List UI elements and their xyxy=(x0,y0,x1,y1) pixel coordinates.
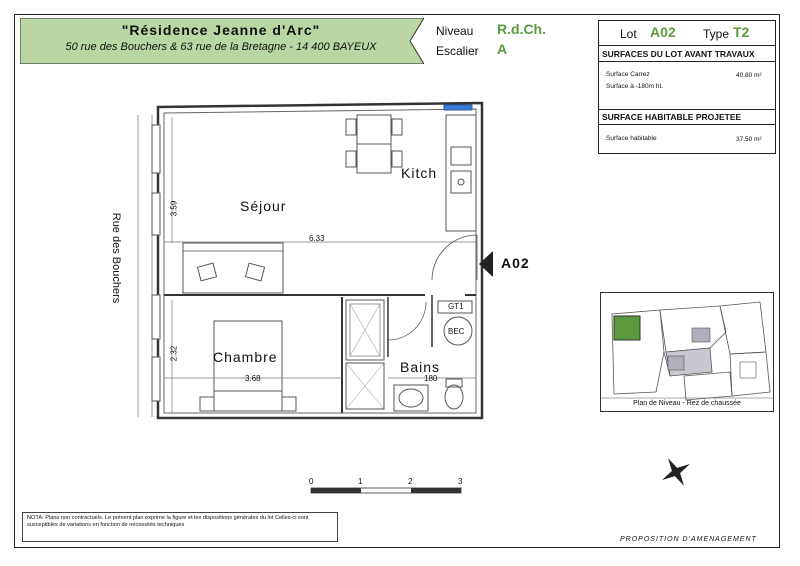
divider xyxy=(598,45,776,46)
compass-rose-icon xyxy=(662,458,690,486)
carrez-label: Surface Carrez xyxy=(606,71,650,78)
level-plan-thumbnail xyxy=(600,292,774,412)
scale-bar xyxy=(310,487,462,494)
carrez-value: 40.80 m² xyxy=(736,72,762,79)
gt-label: GT1 xyxy=(448,302,464,311)
room-chambre: Chambre xyxy=(213,349,278,365)
lot-label: Lot xyxy=(620,27,637,41)
dim-368: 3.68 xyxy=(245,374,261,383)
room-bains: Bains xyxy=(400,359,441,375)
dim-633: 6.33 xyxy=(309,234,325,243)
floor-plan xyxy=(137,101,484,420)
divider xyxy=(598,109,776,110)
entry-arrow-icon xyxy=(479,251,493,277)
niveau-label: Niveau xyxy=(436,24,474,38)
divider xyxy=(598,61,776,62)
escalier-value: A xyxy=(497,41,508,57)
scale-tick: 1 xyxy=(358,477,363,486)
level-plan-caption: Plan de Niveau - Rez de chaussée xyxy=(633,400,741,407)
disclaimer-note: NOTA: Plans non contractuels. Le présent… xyxy=(22,512,338,542)
residence-address: 50 rue des Bouchers & 63 rue de la Breta… xyxy=(65,41,377,53)
lot-value: A02 xyxy=(650,24,676,40)
scale-tick: 0 xyxy=(309,477,314,486)
dim-180: 180 xyxy=(424,374,438,383)
niveau-value: R.d.Ch. xyxy=(497,21,546,37)
scale-tick: 2 xyxy=(408,477,413,486)
type-value: T2 xyxy=(733,24,750,40)
unit-label: A02 xyxy=(501,255,530,271)
residence-title: "Résidence Jeanne d'Arc" xyxy=(121,22,321,38)
low-height-label: Surface à -180m ht. xyxy=(606,83,664,90)
street-label: Rue des Bouchers xyxy=(110,212,122,304)
surfaces-before-title: SURFACES DU LOT AVANT TRAVAUX xyxy=(602,49,755,59)
room-sejour: Séjour xyxy=(240,198,287,214)
habitable-value: 37.50 m² xyxy=(736,136,762,143)
banner-text: "Résidence Jeanne d'Arc" 50 rue des Bouc… xyxy=(22,20,420,62)
room-kitchen: Kitch xyxy=(401,165,438,181)
escalier-label: Escalier xyxy=(436,44,479,58)
ballon-label: BEC xyxy=(448,327,465,336)
footer-proposal: PROPOSITION D'AMENAGEMENT xyxy=(620,536,757,543)
dim-359: 3.59 xyxy=(169,200,179,217)
type-label: Type xyxy=(703,27,730,41)
habitable-title: SURFACE HABITABLE PROJETEE xyxy=(602,112,742,122)
dim-232: 2.32 xyxy=(169,345,179,362)
habitable-label: Surface habitable xyxy=(606,135,657,142)
page-frame xyxy=(14,14,780,548)
divider xyxy=(598,124,776,125)
scale-tick: 3 xyxy=(458,477,463,486)
lot-panel xyxy=(598,20,776,154)
title-banner xyxy=(20,18,424,64)
